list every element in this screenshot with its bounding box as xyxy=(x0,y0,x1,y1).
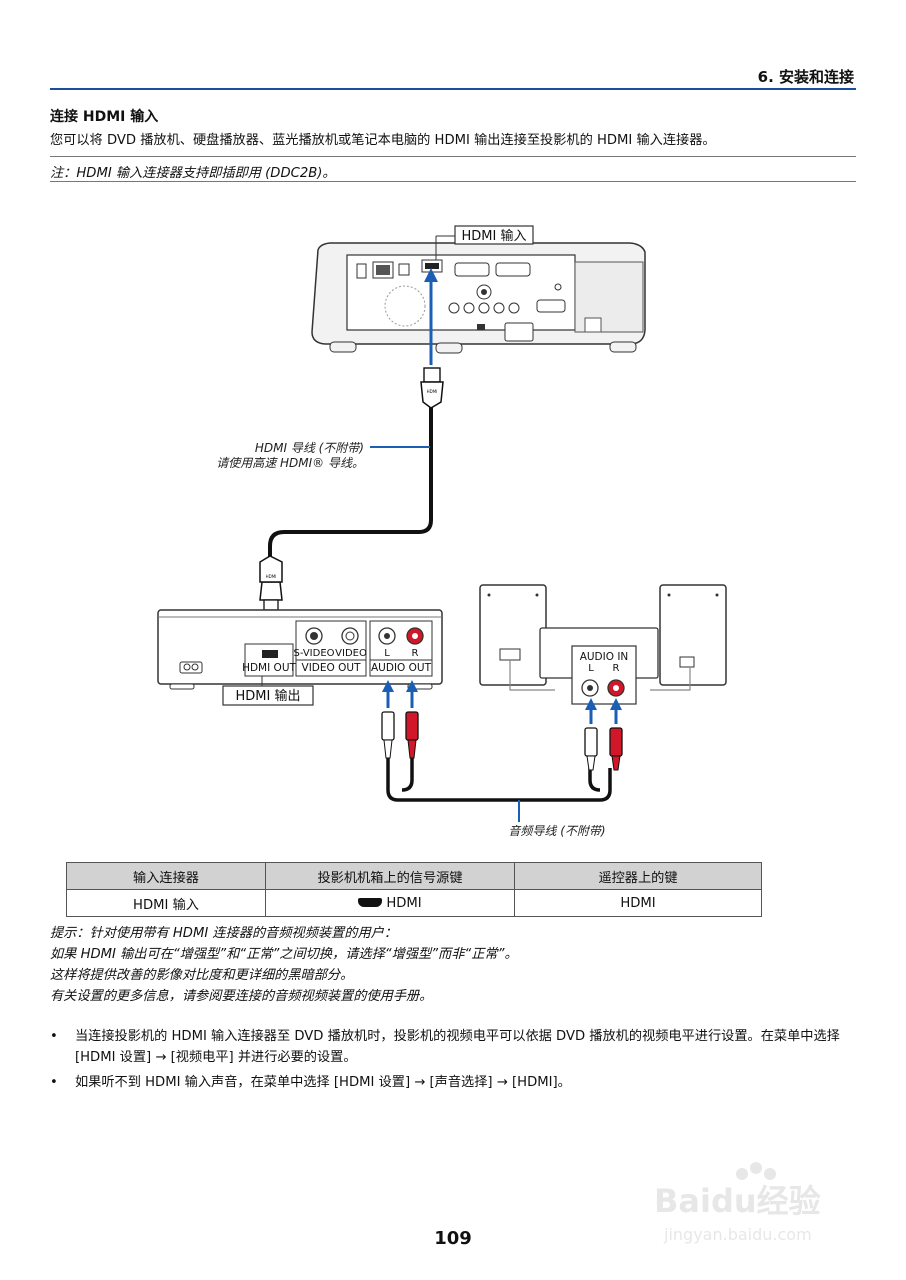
table-cell-source-key: HDMI xyxy=(265,889,515,917)
audio-cable-caption: 音频导线 (不附带) xyxy=(508,824,605,838)
table-header-cell: 输入连接器 xyxy=(66,862,266,890)
hdmi-cable-caption-2: 请使用高速 HDMI® 导线。 xyxy=(216,456,364,470)
list-item: • 当连接投影机的 HDMI 输入连接器至 DVD 播放机时，投影机的视频电平可… xyxy=(50,1026,860,1068)
source-key-label: HDMI xyxy=(386,895,422,911)
hdmi-plug-bottom-text: HDMI xyxy=(266,574,277,579)
table-header-cell: 投影机机箱上的信号源键 xyxy=(265,862,515,890)
bullet-icon: • xyxy=(50,1029,58,1044)
hdmi-in-label: HDMI 输入 xyxy=(462,228,527,244)
dvd-player-illustration: HDMI OUT S-VIDEO VIDEO VIDEO OUT L R AUD… xyxy=(157,609,443,690)
audio-arrows xyxy=(382,680,622,724)
dvd-audio-out-label: AUDIO OUT xyxy=(371,662,432,674)
hdmi-cable: HDMI HDMI xyxy=(259,367,444,611)
dvd-video-label: VIDEO xyxy=(335,648,367,659)
tip-line: 提示：针对使用带有 HDMI 连接器的音频视频装置的用户： xyxy=(50,926,398,941)
dvd-svideo-label: S-VIDEO xyxy=(293,648,334,659)
dvd-l-label: L xyxy=(384,648,390,659)
list-item: • 如果听不到 HDMI 输入声音，在菜单中选择 [HDMI 设置] → [声音… xyxy=(50,1072,860,1093)
bullet-text: 当连接投影机的 HDMI 输入连接器至 DVD 播放机时，投影机的视频电平可以依… xyxy=(75,1029,840,1065)
speaker-l-label: L xyxy=(588,663,594,674)
bullet-icon: • xyxy=(50,1075,58,1090)
tip-line: 这样将提供改善的影像对比度和更详细的黑暗部分。 xyxy=(50,968,354,983)
intro-text: 您可以将 DVD 播放机、硬盘播放器、蓝光播放机或笔记本电脑的 HDMI 输出连… xyxy=(50,133,716,148)
hdmi-output-callout: HDMI 输出 xyxy=(222,676,314,706)
table-row: HDMI 输入 HDMI HDMI xyxy=(66,889,762,917)
hdmi-icon xyxy=(358,898,383,907)
note-text: 注：HDMI 输入连接器支持即插即用 (DDC2B)。 xyxy=(50,166,336,181)
hdmi-cable-caption-1: HDMI 导线 (不附带) xyxy=(255,441,364,455)
note-rule-top xyxy=(50,156,856,157)
audio-cable xyxy=(381,711,623,822)
dvd-hdmi-out-label: HDMI OUT xyxy=(242,662,296,674)
tip-line: 如果 HDMI 输出可在“增强型”和“正常”之间切换，请选择“增强型”而非“正常… xyxy=(50,947,518,962)
speaker-audio-in-label: AUDIO IN xyxy=(580,651,629,663)
watermark-brand: Baidu经验 xyxy=(654,1182,821,1220)
hdmi-input-callout: HDMI 输入 xyxy=(435,225,534,260)
tip-line: 有关设置的更多信息，请参阅要连接的音频视频装置的使用手册。 xyxy=(50,989,433,1004)
chapter-heading: 6. 安装和连接 xyxy=(757,68,854,86)
connection-diagram: HDMI 输入 HDMI HDMI HDMI 导线 (不附带) 请使用高速 HD… xyxy=(157,225,727,838)
speaker-r-label: R xyxy=(613,663,620,674)
table-cell: HDMI xyxy=(514,889,762,917)
note-rule-bottom xyxy=(50,181,856,182)
section-title: 连接 HDMI 输入 xyxy=(50,109,159,125)
bullet-text: 如果听不到 HDMI 输入声音，在菜单中选择 [HDMI 设置] → [声音选择… xyxy=(75,1075,571,1090)
hdmi-out-label: HDMI 输出 xyxy=(236,688,301,704)
table-cell: HDMI 输入 xyxy=(66,889,266,917)
tip-block: 提示：针对使用带有 HDMI 连接器的音频视频装置的用户： 如果 HDMI 输出… xyxy=(50,923,518,1007)
dvd-video-out-label: VIDEO OUT xyxy=(302,662,362,674)
hdmi-plug-top-text: HDMI xyxy=(427,389,438,394)
dvd-r-label: R xyxy=(412,648,419,659)
bullet-list: • 当连接投影机的 HDMI 输入连接器至 DVD 播放机时，投影机的视频电平可… xyxy=(50,1026,860,1097)
page-number: 109 xyxy=(434,1228,472,1249)
table-header-row: 输入连接器 投影机机箱上的信号源键 遥控器上的键 xyxy=(66,862,762,890)
speakers-illustration: AUDIO IN L R xyxy=(479,584,727,705)
baidu-watermark: Baidu经验 jingyan.baidu.com xyxy=(654,1162,821,1244)
projector-illustration xyxy=(311,242,646,354)
table-header-cell: 遥控器上的键 xyxy=(514,862,762,890)
watermark-url: jingyan.baidu.com xyxy=(663,1225,812,1244)
header-rule xyxy=(50,88,856,90)
input-source-table: 输入连接器 投影机机箱上的信号源键 遥控器上的键 HDMI 输入 HDMI HD… xyxy=(66,862,762,917)
